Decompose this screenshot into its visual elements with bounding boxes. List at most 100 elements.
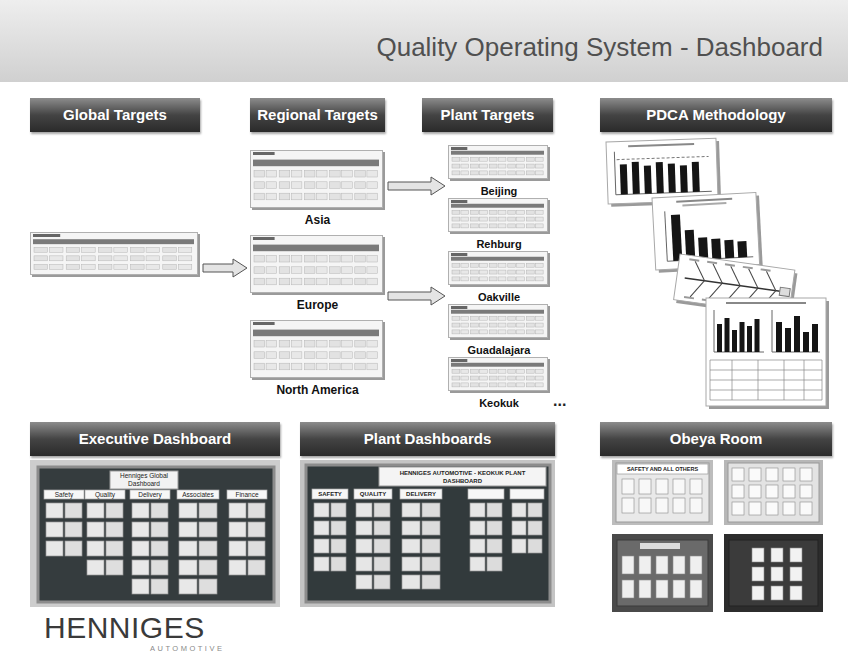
bar [776, 322, 782, 352]
column-card [400, 489, 442, 499]
metric-card [151, 560, 168, 575]
thumb-cell [471, 323, 479, 327]
thumb-cell [114, 247, 128, 252]
wall-card [622, 580, 634, 598]
thumb-cell [471, 316, 479, 320]
wall-card [790, 567, 802, 581]
bone-tag [725, 263, 735, 266]
thumb-cell [461, 164, 469, 168]
thumb-cell [498, 217, 506, 221]
obeya-room-photos [612, 460, 823, 612]
target-thumbnail: Beijing [448, 145, 550, 198]
banner-card [379, 467, 546, 486]
section-panel: AsiaEuropeNorth AmericaRegional Targets [250, 98, 385, 403]
thumb-cell [480, 171, 488, 175]
thumb-cell [526, 157, 534, 161]
thumb-cell [471, 210, 479, 214]
thumb-cell [367, 278, 378, 285]
section-header: PDCA Methodology [600, 98, 832, 132]
bar [680, 165, 688, 192]
bone-tag [707, 261, 717, 264]
thumb-cell [461, 323, 469, 327]
thumb-cell [34, 256, 48, 261]
thumb-cell [461, 263, 469, 267]
bulletin-board [38, 467, 274, 602]
thumb-cell [526, 277, 534, 281]
thumb-cell [508, 270, 516, 274]
thumb-cell [461, 224, 469, 228]
column-card [468, 489, 504, 499]
place-label: Keokuk [448, 396, 550, 410]
thumb-cell [508, 263, 516, 267]
cascade-arrow [388, 287, 445, 305]
wall-card [790, 548, 802, 562]
bar [785, 328, 791, 352]
thumb-cell [526, 171, 534, 175]
bone-tag [689, 258, 699, 261]
logo-subtitle: AUTOMOTIVE [150, 644, 240, 653]
metric-card [87, 560, 104, 575]
thumb-cell [508, 157, 516, 161]
wall-card [673, 580, 685, 598]
thumb-cell [526, 270, 534, 274]
thumb-cell [266, 340, 277, 347]
thumb-cell [535, 369, 543, 373]
thumb-cell [342, 182, 353, 189]
thumb-cell [480, 369, 488, 373]
thumb-cell [330, 182, 341, 189]
thumb-cell [498, 323, 506, 327]
thumb-cell [498, 316, 506, 320]
table-rule [822, 360, 823, 400]
thumb-cell [535, 224, 543, 228]
metric-card [229, 560, 246, 575]
metric-card [179, 560, 197, 575]
wall-card [732, 485, 744, 498]
bar [812, 324, 818, 352]
thumb-cell [498, 330, 506, 334]
thumb-cell [480, 316, 488, 320]
metric-card [132, 503, 149, 518]
wall-card [771, 567, 783, 581]
metric-card [374, 557, 390, 571]
table-rule [710, 380, 822, 381]
thumb-cell [471, 270, 479, 274]
thumb-sheet [251, 321, 383, 378]
thumb-cell [489, 369, 497, 373]
metric-card [331, 557, 346, 571]
column-card [44, 490, 84, 499]
thumb-cell [461, 277, 469, 281]
metric-card [314, 503, 329, 517]
thumb-cell [517, 330, 525, 334]
thumb-cell [304, 255, 315, 262]
metric-card [528, 539, 542, 553]
thumb-cell [489, 224, 497, 228]
thumb-cell [98, 264, 112, 269]
column-heading: Safety [44, 491, 84, 499]
wall-card [749, 468, 761, 481]
metric-card [528, 503, 542, 517]
metric-card [356, 575, 372, 589]
thumb-cell [163, 256, 177, 261]
thumb-cell [131, 247, 145, 252]
bulletin-board [306, 465, 550, 602]
thumb-cell [304, 182, 315, 189]
thumb-cell [508, 376, 516, 380]
bar [725, 318, 730, 352]
fishbone-bone [690, 279, 704, 298]
metric-card [229, 541, 246, 556]
thumb-cell [342, 170, 353, 177]
thumb-cell [279, 255, 290, 262]
metric-card [487, 539, 502, 553]
thumb-cell [471, 369, 479, 373]
thumb-cell [498, 210, 506, 214]
target-sheet-thumbnail [448, 304, 550, 340]
thumb-cell [508, 323, 516, 327]
thumb-cell [471, 383, 479, 387]
thumb-cell [342, 340, 353, 347]
wall-card [673, 479, 685, 494]
thumb-cell [535, 157, 543, 161]
thumb-header [451, 363, 544, 367]
place-label: Guadalajara [448, 343, 550, 357]
thumb-logo [451, 359, 467, 362]
